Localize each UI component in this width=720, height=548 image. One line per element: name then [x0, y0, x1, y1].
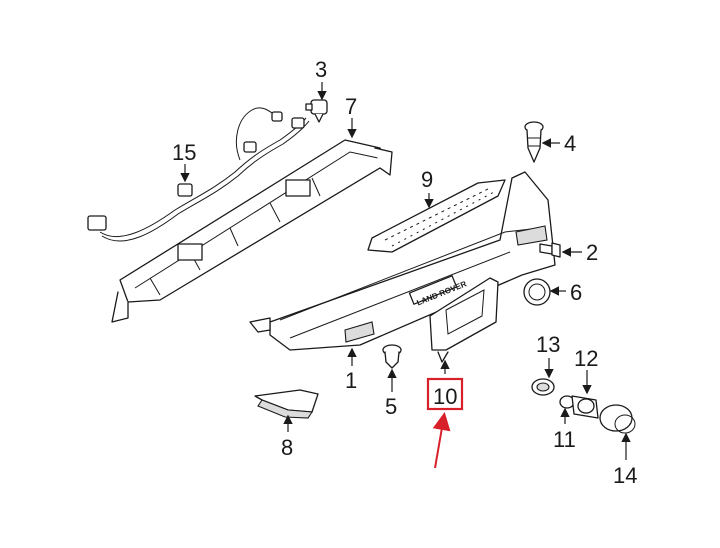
highlight-arrow — [432, 412, 451, 469]
bumper-beam — [111, 139, 393, 323]
clip-part-3 — [305, 99, 328, 123]
callout-2: 2 — [586, 240, 598, 265]
callout-11: 11 — [553, 427, 576, 452]
highlight-box — [426, 377, 464, 411]
callout-1: 1 — [345, 368, 357, 393]
callout-10: 10 — [433, 384, 457, 409]
highlight-part-10 — [426, 377, 464, 469]
callout-14: 14 — [613, 463, 637, 488]
callout-12: 12 — [574, 346, 598, 371]
callout-15: 15 — [172, 140, 196, 165]
callout-5: 5 — [385, 394, 397, 419]
fastener-part-5 — [382, 344, 402, 369]
wiring-harness — [87, 107, 310, 242]
callout-labels: 3 7 15 4 9 2 6 1 5 8 13 12 11 14 10 — [172, 57, 637, 488]
side-trim-part-8 — [254, 389, 319, 419]
callout-9: 9 — [421, 167, 433, 192]
callout-13: 13 — [536, 332, 560, 357]
callout-4: 4 — [564, 131, 576, 156]
bolt-part-2 — [539, 242, 561, 258]
leader-lines — [180, 82, 631, 460]
bumper-cover — [249, 171, 556, 351]
sensor-part-12 — [571, 395, 599, 419]
socket-part-13 — [531, 378, 555, 396]
callout-7: 7 — [345, 94, 357, 119]
plate-bracket-part-10 — [429, 277, 499, 363]
grommet-part-6 — [523, 278, 551, 306]
callout-6: 6 — [570, 280, 582, 305]
push-clip-part-4 — [524, 121, 544, 163]
bezel-part-14 — [599, 404, 636, 434]
callout-8: 8 — [281, 435, 293, 460]
callout-3: 3 — [315, 57, 327, 82]
step-pad — [367, 179, 506, 253]
